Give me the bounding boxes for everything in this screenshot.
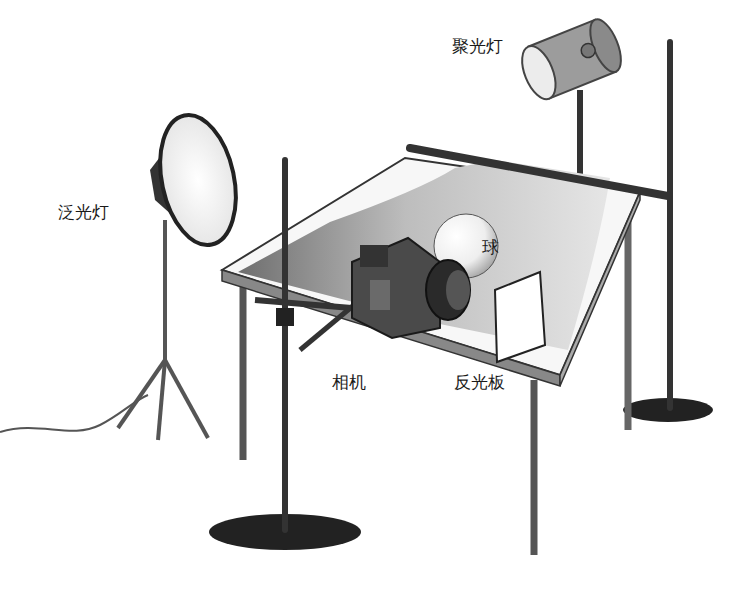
part-label: 泛光灯 (58, 202, 109, 222)
part-label: 相机 (332, 372, 366, 392)
part-label: 反光板 (454, 372, 505, 392)
part-label: 球 (482, 237, 499, 257)
part-label: 聚光灯 (452, 36, 503, 56)
